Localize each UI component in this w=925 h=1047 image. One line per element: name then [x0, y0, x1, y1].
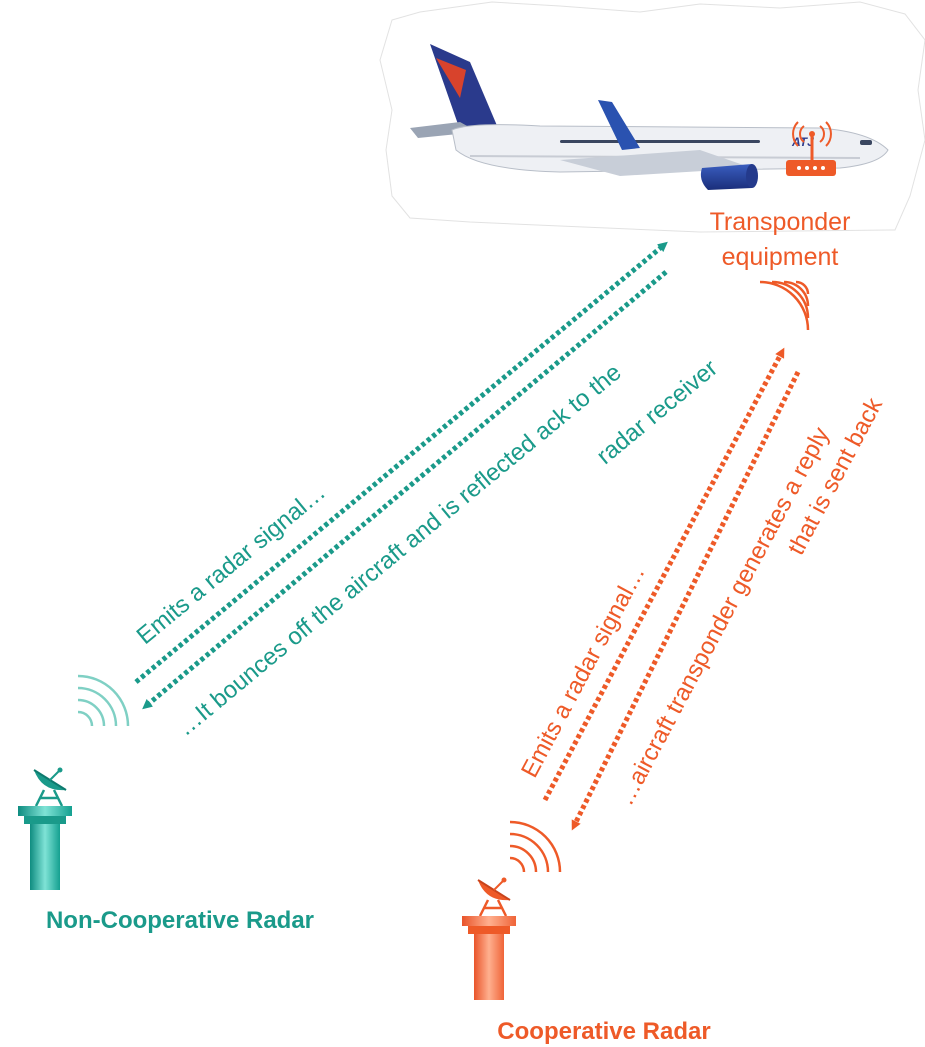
- transponder-label-line2: equipment: [722, 243, 839, 271]
- transponder-router-icon: [786, 121, 836, 176]
- aircraft-image: ATJ: [379, 1, 925, 233]
- non-coop-signal-waves-icon: [77, 674, 130, 727]
- transponder-label-line1: Transponder: [710, 208, 851, 236]
- non-coop-radar-title: Non-Cooperative Radar: [46, 907, 314, 934]
- aircraft-winglet: [598, 100, 640, 150]
- non-coop-return-arrow: [142, 270, 668, 710]
- aircraft-windows: [560, 140, 872, 145]
- aircraft-engine: [700, 164, 757, 190]
- aircraft-stabilizer: [410, 122, 478, 138]
- coop-return-arrow: [571, 370, 801, 831]
- coop-radar-tower-icon: [462, 916, 516, 1000]
- non-coop-radar-tower-icon: [18, 806, 72, 890]
- coop-return-label-line1: …aircraft transponder generates a reply: [612, 423, 835, 810]
- coop-outgoing-label: Emits a radar signal…: [516, 561, 651, 782]
- coop-radar-dish-icon: [477, 877, 511, 917]
- coop-outgoing-arrow: [542, 347, 785, 802]
- coop-radar-title: Cooperative Radar: [497, 1018, 710, 1045]
- coop-signal-waves-icon: [509, 820, 562, 873]
- non-coop-outgoing-arrow: [134, 241, 668, 684]
- aircraft-tail-accent: [436, 58, 466, 98]
- non-coop-radar-dish-icon: [33, 767, 67, 807]
- signal-waves-icon: [759, 280, 810, 331]
